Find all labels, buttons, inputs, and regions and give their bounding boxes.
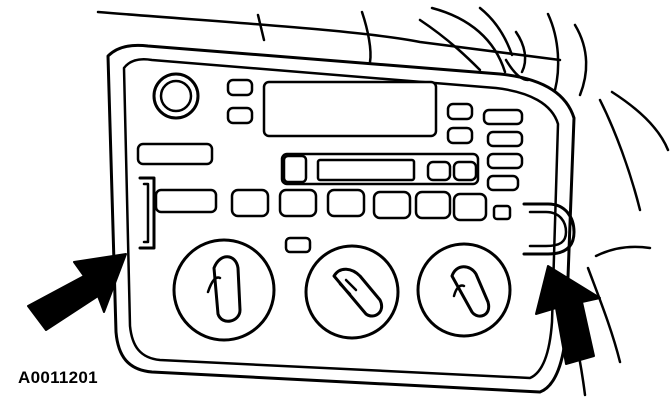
radio-button [154, 188, 218, 214]
preset-button [278, 188, 318, 218]
figure-caption: A0011201 [18, 368, 98, 387]
dashboard-lines [96, 6, 670, 397]
radio-button [486, 174, 520, 192]
radio-button [136, 142, 214, 166]
arrow-left [27, 253, 127, 331]
temperature-knob [172, 238, 276, 342]
heater-controls [172, 238, 512, 342]
mode-knob [304, 244, 400, 340]
volume-knob [152, 72, 200, 120]
radio-button [492, 204, 512, 221]
preset-button [372, 190, 412, 220]
preset-button [414, 190, 452, 220]
radio-button [226, 78, 254, 97]
cassette-button [426, 160, 452, 182]
radio-button [446, 102, 474, 121]
heater-button [284, 236, 312, 254]
preset-button [452, 192, 488, 222]
radio-button [482, 108, 524, 126]
radio-button [486, 152, 524, 170]
arrow-right [535, 265, 601, 365]
removal-tool-right [522, 202, 576, 256]
radio-button [226, 106, 254, 125]
radio-button [446, 126, 474, 145]
cassette-slot [316, 158, 416, 182]
eject-button [282, 154, 308, 184]
cassette-button [452, 160, 478, 182]
radio-unit [136, 72, 524, 254]
fan-knob [416, 242, 512, 338]
radio-button [486, 130, 524, 148]
radio-display [262, 80, 438, 138]
preset-button [230, 188, 270, 218]
preset-button [326, 188, 366, 218]
removal-tool-left [138, 176, 156, 250]
